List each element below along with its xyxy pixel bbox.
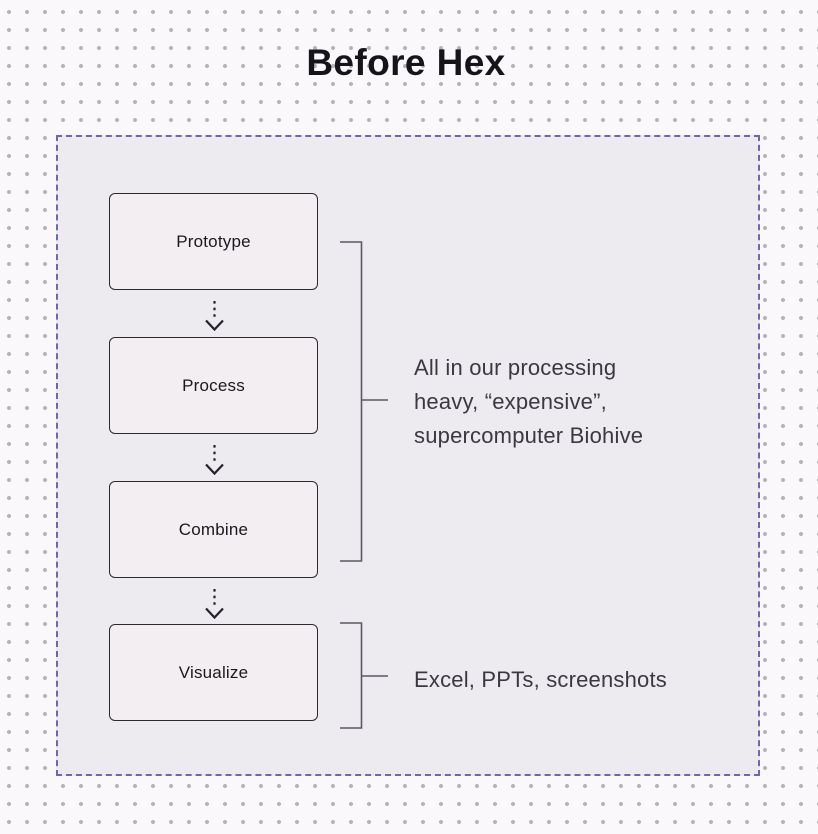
page-title: Before Hex	[306, 42, 506, 83]
flow-node-label: Process	[182, 375, 245, 395]
flow-node-process: Process	[109, 337, 318, 434]
flow-node-combine: Combine	[109, 481, 318, 578]
flow-node-label: Visualize	[178, 662, 249, 682]
diagram-container: Prototype Process Combine Visualize All	[56, 135, 760, 776]
annotation-line: Excel, PPTs, screenshots	[414, 667, 668, 692]
annotation-line: supercomputer Biohive	[414, 423, 644, 448]
annotation-line: heavy, “expensive”,	[414, 389, 607, 414]
bracket-outputs-icon	[340, 622, 388, 729]
flow-node-label: Prototype	[176, 231, 251, 251]
flow-node-visualize: Visualize	[109, 624, 318, 721]
dotted-arrow-down-icon	[205, 445, 224, 476]
flow-node-label: Combine	[178, 519, 249, 539]
dotted-arrow-down-icon	[205, 589, 224, 620]
dotted-arrow-down-icon	[205, 301, 224, 332]
annotation-outputs: Excel, PPTs, screenshots	[414, 663, 744, 697]
flow-node-prototype: Prototype	[109, 193, 318, 290]
annotation-biohive: All in our processing heavy, “expensive”…	[414, 351, 724, 453]
bracket-biohive-icon	[340, 241, 388, 562]
annotation-line: All in our processing	[414, 355, 617, 380]
